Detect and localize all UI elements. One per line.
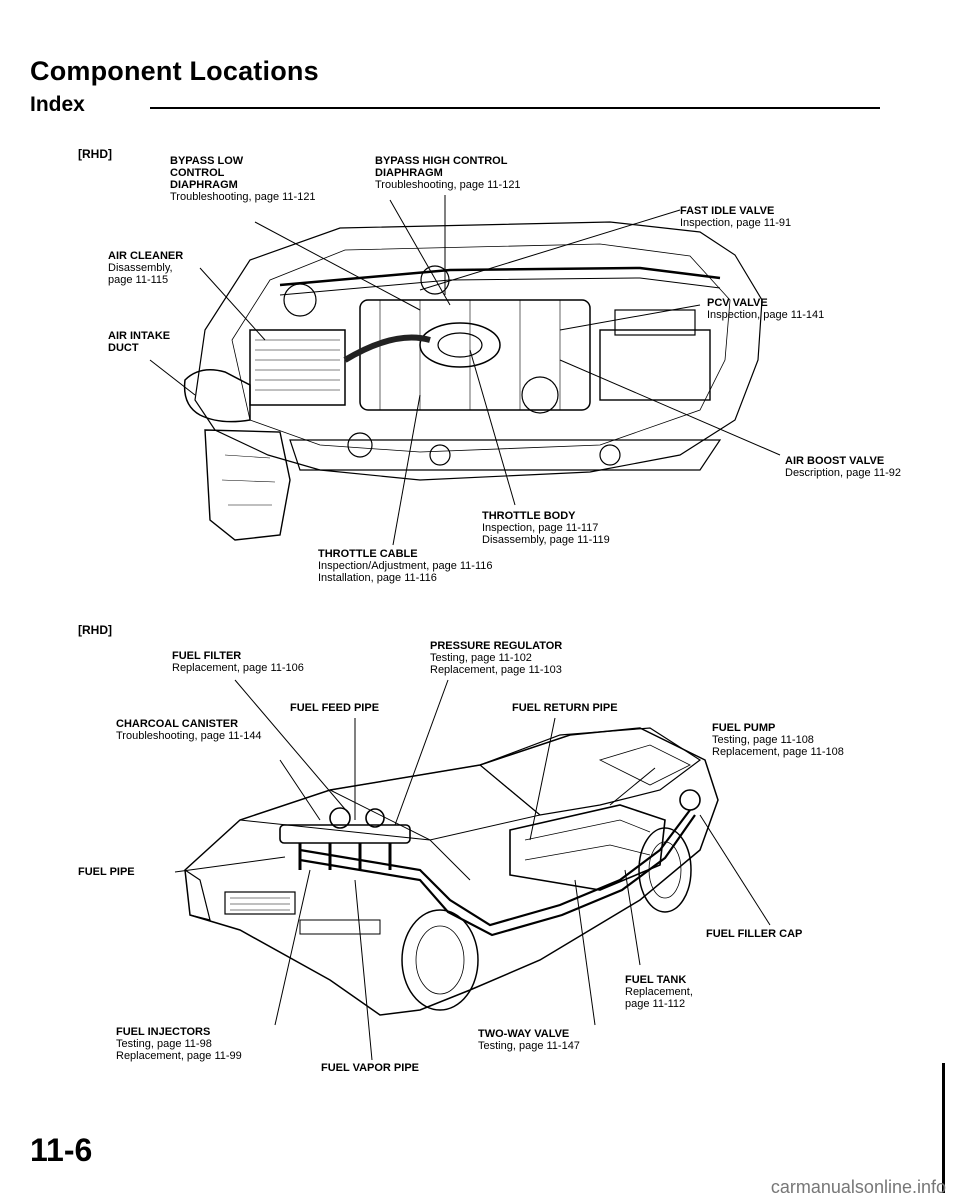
label-fuel-pipe: FUEL PIPE	[78, 866, 135, 878]
label-bypass-low-control-diaphragm: BYPASS LOW CONTROL DIAPHRAGM Troubleshoo…	[170, 155, 316, 203]
section-subtitle: Index	[30, 93, 85, 116]
label-fuel-tank: FUEL TANK Replacement, page 11-112	[625, 974, 693, 1010]
page-title: Component Locations	[30, 56, 319, 86]
fuel-tank-shape	[509, 804, 666, 891]
label-bypass-high-control-diaphragm: BYPASS HIGH CONTROL DIAPHRAGM Troublesho…	[375, 155, 521, 191]
label-fuel-filter: FUEL FILTER Replacement, page 11-106	[172, 650, 304, 674]
label-two-way-valve: TWO-WAY VALVE Testing, page 11-147	[478, 1028, 580, 1052]
label-air-intake-duct: AIR INTAKE DUCT	[108, 330, 171, 354]
page-number: 11-6	[30, 1132, 93, 1168]
label-throttle-body: THROTTLE BODY Inspection, page 11-117 Di…	[482, 510, 610, 546]
engine-bay-outline	[194, 221, 763, 481]
rear-wheel	[638, 827, 692, 913]
watermark-footer: carmanualsonline.info	[770, 1177, 946, 1197]
label-fuel-filler-cap: FUEL FILLER CAP	[706, 928, 803, 940]
label-pcv-valve: PCV VALVE Inspection, page 11-141	[707, 297, 825, 321]
label-air-boost-valve: AIR BOOST VALVE Description, page 11-92	[785, 455, 901, 479]
title-rule	[150, 107, 880, 109]
label-fuel-pump: FUEL PUMP Testing, page 11-108 Replaceme…	[712, 722, 844, 758]
label-air-cleaner: AIR CLEANER Disassembly, page 11-115	[108, 250, 184, 286]
front-wheel	[401, 909, 479, 1011]
label-charcoal-canister: CHARCOAL CANISTER Troubleshooting, page …	[116, 718, 262, 742]
label-throttle-cable: THROTTLE CABLE Inspection/Adjustment, pa…	[318, 548, 493, 584]
label-pressure-regulator: PRESSURE REGULATOR Testing, page 11-102 …	[430, 640, 563, 676]
throttle-body-shape	[419, 322, 501, 368]
engine-block	[359, 299, 591, 411]
car-body-outline	[184, 727, 719, 1016]
air-intake-duct-shape	[183, 369, 251, 423]
air-cleaner-box	[249, 329, 346, 406]
label-fuel-injectors: FUEL INJECTORS Testing, page 11-98 Repla…	[116, 1026, 242, 1062]
section-label-fuel: [RHD]	[78, 623, 112, 637]
label-fuel-vapor-pipe: FUEL VAPOR PIPE	[321, 1062, 420, 1074]
fuel-rail	[279, 824, 411, 844]
label-fast-idle-valve: FAST IDLE VALVE Inspection, page 11-91	[680, 205, 792, 229]
section-label-engine: [RHD]	[78, 147, 112, 161]
label-fuel-return-pipe: FUEL RETURN PIPE	[512, 702, 618, 714]
page-edge-bar	[942, 1063, 945, 1193]
label-fuel-feed-pipe: FUEL FEED PIPE	[290, 702, 380, 714]
